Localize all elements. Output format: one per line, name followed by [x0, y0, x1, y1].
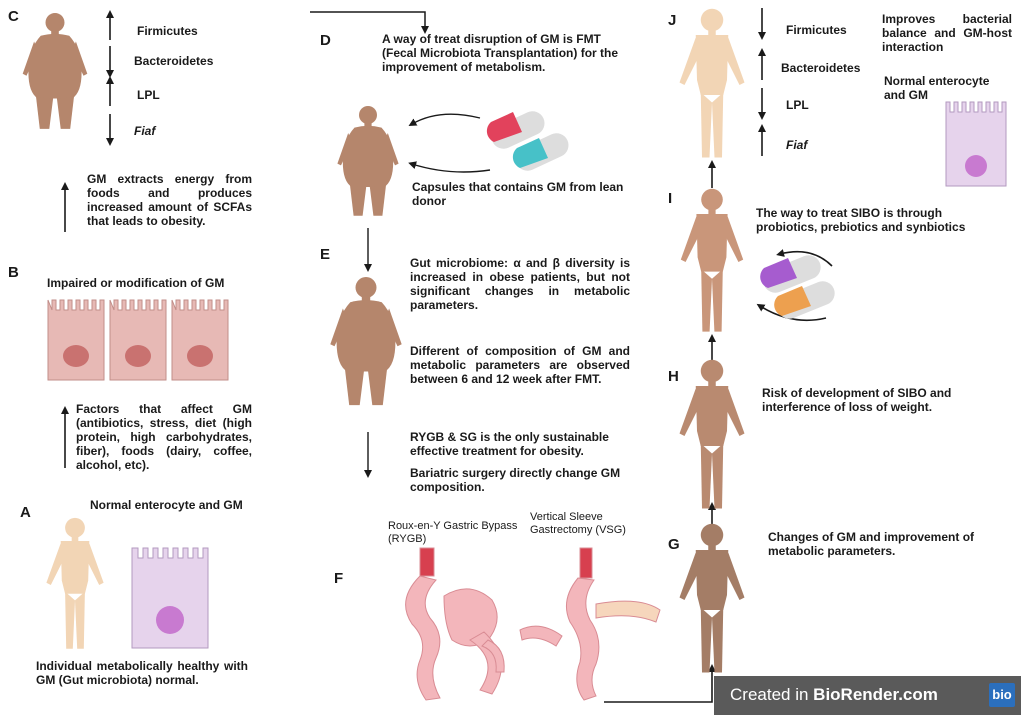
- normal-enterocyte-a: [131, 547, 209, 649]
- credit-prefix: Created in: [730, 685, 814, 704]
- lean-figure-g: [679, 523, 745, 673]
- panel-label-e: E: [320, 246, 331, 263]
- curved-arrow-i1: [776, 249, 833, 267]
- rygb-label: Roux-en-Y Gastric Bypass (RYGB): [388, 520, 518, 545]
- gm-changes-text: Changes of GM and improvement of metabol…: [768, 530, 975, 558]
- curved-arrow-d2: [408, 161, 491, 173]
- normal-enterocyte-text-j: Normal enterocyte and GM: [884, 74, 990, 102]
- gut-microbiome-text: Gut microbiome: α and β diversity is inc…: [410, 256, 630, 312]
- panel-label-g: G: [668, 536, 680, 553]
- panel-label-c: C: [8, 8, 19, 25]
- normal-enterocyte-text-a: Normal enterocyte and GM: [90, 498, 243, 512]
- connector-top: [310, 11, 429, 34]
- impaired-enterocytes: [47, 299, 229, 381]
- connector-bottom: [604, 664, 716, 703]
- marker-fiaf-j: Fiaf: [786, 138, 808, 152]
- panel-label-a: A: [20, 504, 31, 521]
- healthy-figure-a: [46, 517, 104, 649]
- composition-text: Different of composition of GM and metab…: [410, 344, 630, 386]
- impaired-gm-title: Impaired or modification of GM: [47, 276, 225, 290]
- marker-bacteroidetes-c: Bacteroidetes: [134, 54, 214, 68]
- credit-brand: BioRender.com: [813, 685, 938, 704]
- lean-figure-i: [680, 188, 744, 332]
- curved-arrow-d1: [408, 113, 481, 126]
- panel-label-f: F: [334, 570, 344, 587]
- rygb-sg-text: RYGB & SG is the only sustainable effect…: [410, 430, 609, 458]
- marker-fiaf-c: Fiaf: [134, 124, 156, 138]
- capsule-orange: [774, 281, 835, 319]
- capsule-purple: [760, 255, 821, 293]
- biorender-logo-icon: bio: [989, 683, 1015, 707]
- capsule-fmt-red: [486, 111, 545, 149]
- obese-figure-e: [330, 277, 402, 406]
- panel-label-b: B: [8, 264, 19, 281]
- marker-firmicutes-c: Firmicutes: [137, 24, 198, 38]
- marker-lpl-j: LPL: [786, 98, 809, 112]
- vsg-illustration: [519, 547, 661, 701]
- capsules-text: Capsules that contains GM from lean dono…: [412, 180, 624, 208]
- bariatric-text: Bariatric surgery directly change GM com…: [410, 466, 621, 494]
- panel-label-d: D: [320, 32, 331, 49]
- obese-figure-c: [22, 12, 88, 129]
- capsule-fmt-teal: [512, 133, 569, 171]
- curved-arrow-i2: [756, 303, 827, 322]
- biorender-credit: Created in BioRender.com bio: [714, 676, 1021, 715]
- marker-firmicutes-j: Firmicutes: [786, 23, 847, 37]
- normal-enterocyte-j: [945, 101, 1007, 187]
- marker-lpl-c: LPL: [137, 88, 160, 102]
- factors-text: Factors that affect GM (antibiotics, str…: [76, 402, 252, 472]
- sibo-risk-text: Risk of development of SIBO and interfer…: [762, 386, 952, 414]
- obese-figure-d: [337, 106, 399, 216]
- panel-label-h: H: [668, 368, 679, 385]
- healthy-figure-j: [679, 8, 745, 158]
- lean-figure-h: [679, 359, 745, 509]
- vsg-label: Vertical Sleeve Gastrectomy (VSG): [530, 511, 626, 536]
- healthy-individual-caption: Individual metabolically healthy with GM…: [36, 659, 248, 687]
- gm-energy-text: GM extracts energy from foods and produc…: [87, 172, 252, 228]
- panel-label-i: I: [668, 190, 673, 207]
- credit-text: Created in BioRender.com: [730, 685, 938, 705]
- fmt-text: A way of treat disruption of GM is FMT (…: [382, 32, 619, 74]
- rygb-illustration: [405, 547, 505, 701]
- improves-balance-text: Improves bacterial balance and GM-host i…: [882, 12, 1012, 54]
- marker-bacteroidetes-j: Bacteroidetes: [781, 61, 861, 75]
- sibo-treatment-text: The way to treat SIBO is through probiot…: [756, 206, 966, 234]
- panel-label-j: J: [668, 12, 677, 29]
